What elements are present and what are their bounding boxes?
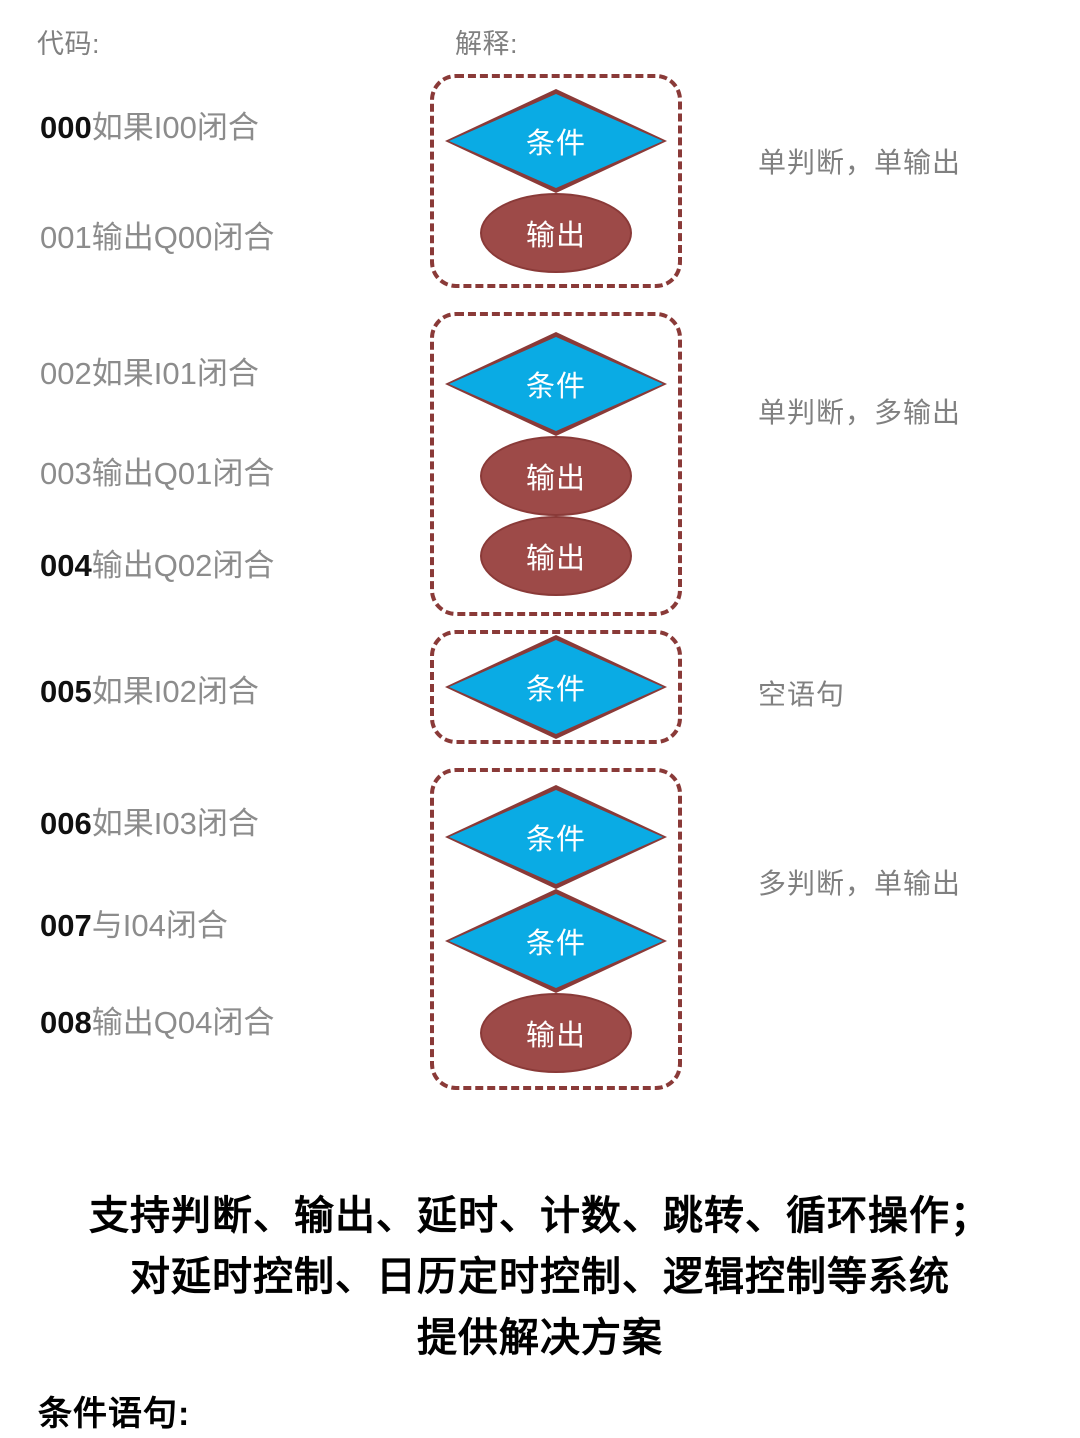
code-line-text: 与I04闭合 <box>91 908 228 943</box>
code-line: 000如果I00闭合 <box>40 112 259 143</box>
output-ellipse-node: 输出 <box>480 193 632 273</box>
node-label: 条件 <box>525 128 586 160</box>
code-line-number: 001 <box>40 220 92 255</box>
code-line-text: 输出Q04闭合 <box>91 1005 275 1040</box>
code-line-text: 输出Q00闭合 <box>91 220 275 255</box>
condition-diamond-node: 条件 <box>445 785 667 889</box>
code-line: 003输出Q01闭合 <box>40 458 274 489</box>
node-label: 输出 <box>525 543 586 575</box>
code-line: 008输出Q04闭合 <box>40 1007 274 1038</box>
group-annotation-single-condition-single-output: 单判断，单输出 <box>758 147 962 178</box>
code-line: 001输出Q00闭合 <box>40 222 274 253</box>
code-line-text: 如果I00闭合 <box>91 110 259 145</box>
code-line: 005如果I02闭合 <box>40 676 259 707</box>
node-label: 输出 <box>525 1020 586 1052</box>
ellipse-fill-icon <box>480 193 632 273</box>
code-line: 004输出Q02闭合 <box>40 550 274 581</box>
code-line-number: 002 <box>40 356 92 391</box>
code-line-text: 输出Q01闭合 <box>91 456 275 491</box>
output-ellipse-node: 输出 <box>480 993 632 1073</box>
group-annotation-multi-condition-single-output: 多判断，单输出 <box>758 868 962 899</box>
flow-group-multi-condition-single-output: 条件条件输出 <box>430 768 682 1090</box>
ellipse-fill-icon <box>480 436 632 516</box>
summary-paragraph: 支持判断、输出、延时、计数、跳转、循环操作； 对延时控制、日历定时控制、逻辑控制等… <box>0 1186 1080 1369</box>
code-line: 007与I04闭合 <box>40 910 228 941</box>
condition-diamond-node: 条件 <box>445 89 667 193</box>
output-ellipse-node: 输出 <box>480 436 632 516</box>
condition-diamond-node: 条件 <box>445 889 667 993</box>
code-line-number: 008 <box>40 1005 92 1040</box>
flow-diagram: 条件输出条件输出输出条件条件条件输出 <box>430 0 692 1110</box>
ellipse-fill-icon <box>480 516 632 596</box>
group-annotation-single-condition-multi-output: 单判断，多输出 <box>758 397 962 428</box>
code-line: 002如果I01闭合 <box>40 358 259 389</box>
code-line-number: 007 <box>40 908 92 943</box>
group-annotation-empty-statement: 空语句 <box>758 679 846 710</box>
flow-group-single-condition-multi-output: 条件输出输出 <box>430 312 682 616</box>
code-line-text: 如果I01闭合 <box>91 356 259 391</box>
code-line-number: 004 <box>40 548 92 583</box>
code-line-number: 006 <box>40 806 92 841</box>
code-line: 006如果I03闭合 <box>40 808 259 839</box>
node-label: 条件 <box>525 371 586 403</box>
flow-group-single-condition-single-output: 条件输出 <box>430 74 682 288</box>
node-label: 条件 <box>525 824 586 856</box>
code-line-text: 输出Q02闭合 <box>91 548 275 583</box>
code-line-number: 000 <box>40 110 92 145</box>
explanation-column-header: 解释: <box>455 29 519 59</box>
flow-group-empty-statement: 条件 <box>430 630 682 744</box>
code-line-number: 005 <box>40 674 92 709</box>
node-label: 输出 <box>525 220 586 252</box>
condition-diamond-node: 条件 <box>445 332 667 436</box>
summary-line: 支持判断、输出、延时、计数、跳转、循环操作； <box>89 1194 991 1238</box>
code-line-text: 如果I02闭合 <box>91 674 259 709</box>
node-label: 条件 <box>525 674 586 706</box>
summary-line: 提供解决方案 <box>417 1316 663 1360</box>
node-label: 条件 <box>525 928 586 960</box>
output-ellipse-node: 输出 <box>480 516 632 596</box>
code-line-number: 003 <box>40 456 92 491</box>
node-label: 输出 <box>525 463 586 495</box>
code-column-header: 代码: <box>37 29 101 59</box>
summary-line: 对延时控制、日历定时控制、逻辑控制等系统 <box>130 1255 950 1299</box>
condition-diamond-node: 条件 <box>445 635 667 739</box>
code-line-text: 如果I03闭合 <box>91 806 259 841</box>
conditional-statement-label: 条件语句: <box>38 1395 191 1433</box>
ellipse-fill-icon <box>480 993 632 1073</box>
